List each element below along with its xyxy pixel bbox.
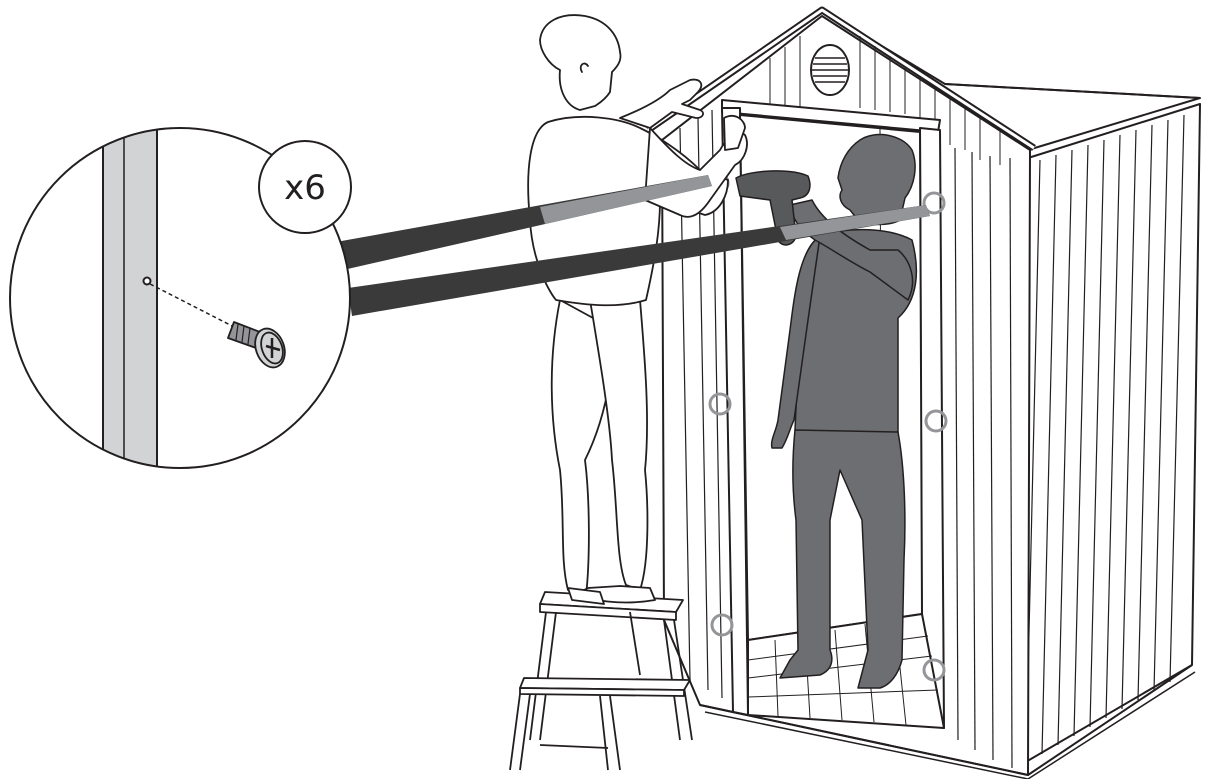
door-jamb-detail xyxy=(103,120,157,480)
pilot-hole xyxy=(144,278,151,285)
shed-side-wall xyxy=(1012,104,1200,770)
step-stool xyxy=(510,592,692,770)
magnified-detail: x6 xyxy=(10,120,351,480)
quantity-label: x6 xyxy=(284,168,326,208)
